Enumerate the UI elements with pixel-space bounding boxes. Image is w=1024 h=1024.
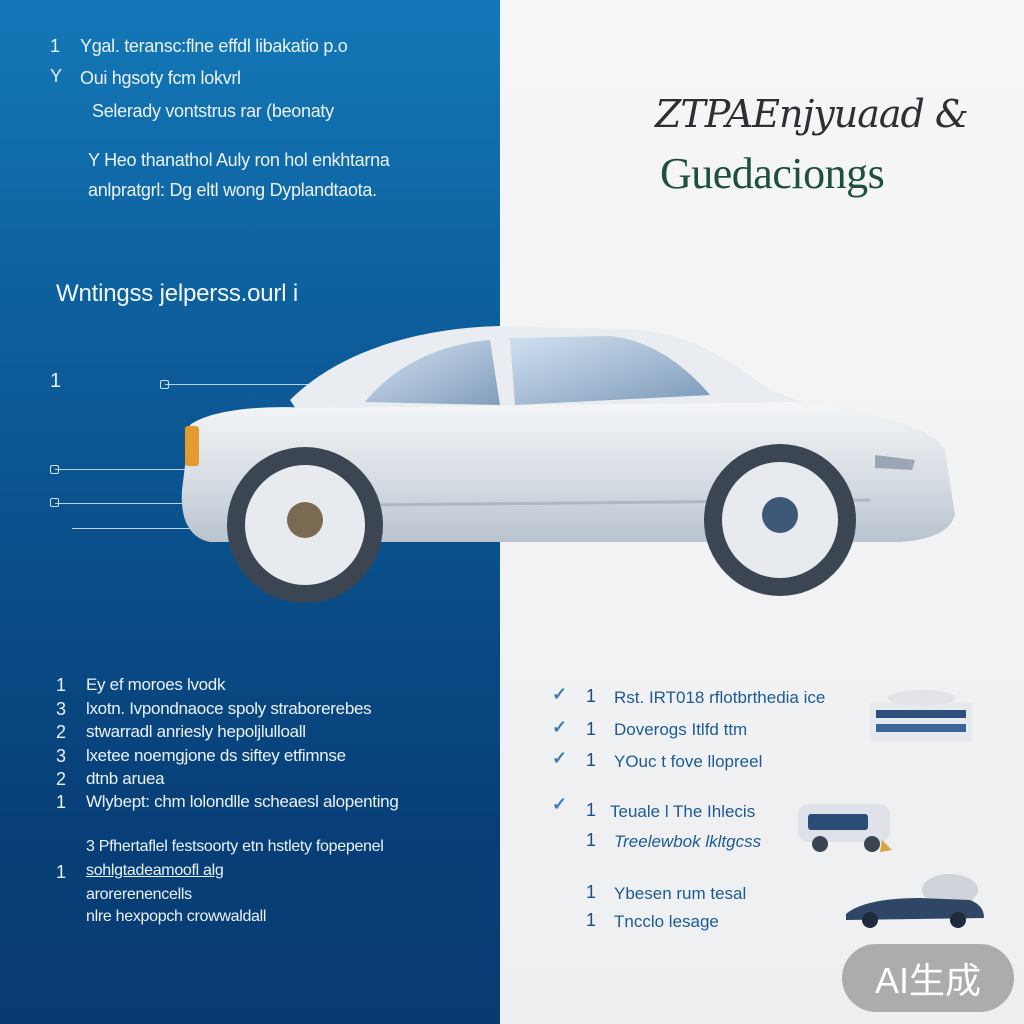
right-list-item: YOuc t fove llopreel [614, 752, 763, 771]
feature-number: 3 [56, 746, 67, 766]
feature-item: lxetee noemgjone ds siftey etfimnse [86, 746, 346, 765]
heading-title: ZTPAEnjyuaad & [655, 92, 969, 136]
section-title: Wntingss jelperss.ourl i [56, 280, 298, 307]
ai-generated-watermark: AI生成 [842, 944, 1014, 1012]
intro-paragraph-line: Y Heo thanathol Auly ron hol enkhtarna [88, 150, 390, 170]
callout-marker [50, 465, 59, 474]
right-list-number: 1 [586, 750, 597, 770]
rear-wheel [227, 447, 383, 603]
top-list-item: Oui hgsoty fcm lokvrl [80, 68, 241, 88]
check-icon: ✓ [552, 794, 568, 814]
right-list-item: Doverogs Itlfd ttm [614, 720, 748, 739]
right-list-number: 1 [586, 910, 597, 930]
right-list-item: Treelewbok lkltgcss [614, 832, 762, 851]
callout-line [165, 384, 315, 385]
front-wheel [704, 444, 856, 596]
car-illustration [181, 326, 955, 603]
right-list-number: 1 [586, 800, 597, 820]
right-list-item: Rst. IRT018 rflotbrthedia ice [614, 688, 826, 707]
car-small-icon [846, 874, 984, 928]
check-icon: ✓ [552, 748, 568, 768]
right-list-item: Tncclo lesage [614, 912, 719, 931]
callout-line [55, 503, 195, 504]
bottom-paragraph-line: arorerenencells [86, 886, 192, 903]
right-list-item: Teuale l The Ihlecis [610, 802, 756, 821]
right-list-number: 1 [586, 830, 597, 850]
bottom-paragraph-line: sohlgtadeamoofl alg [86, 862, 224, 879]
callout-marker [160, 380, 169, 389]
feature-number: 1 [56, 675, 67, 695]
top-list-number: Y [50, 66, 63, 86]
check-icon: ✓ [552, 684, 568, 704]
right-list-item: Ybesen rum tesal [614, 884, 747, 903]
feature-number: 2 [56, 722, 67, 742]
top-list-item: Selerady vontstrus rar (beonaty [92, 101, 334, 121]
server-icon [870, 690, 972, 742]
feature-number: 3 [56, 699, 67, 719]
vehicle-icon [798, 804, 892, 852]
feature-number: 1 [56, 792, 67, 812]
feature-number: 2 [56, 769, 67, 789]
check-icon: ✓ [552, 717, 568, 737]
feature-item: Ey ef moroes lvodk [86, 675, 226, 694]
feature-item: Wlybept: chm lolondlle scheaesl alopenti… [86, 792, 399, 811]
top-list-item: Ygal. teransc:flne effdl libakatio p.o [80, 36, 348, 56]
callout-number: 1 [50, 370, 62, 392]
right-list-number: 1 [586, 882, 597, 902]
feature-item: dtnb aruea [86, 769, 165, 788]
bottom-paragraph-number: 1 [56, 862, 67, 882]
intro-paragraph-line: anlpratgrl: Dg eltl wong Dyplandtaota. [88, 180, 377, 200]
callout-marker [50, 498, 59, 507]
feature-item: stwarradl anriesly hepoljlulloall [86, 722, 306, 741]
feature-item: lxotn. Ivpondnaoce spoly straborerebes [86, 699, 372, 718]
callout-line [72, 528, 190, 529]
top-list-number: 1 [50, 36, 61, 56]
bottom-paragraph-line: 3 Pfhertaflel festsoorty etn hstlety fop… [86, 838, 384, 855]
heading-subtitle: Guedaciongs [660, 149, 885, 198]
car-window [365, 340, 500, 405]
bottom-paragraph-line: nlre hexpopch crowwaldall [86, 908, 267, 925]
callout-line [55, 469, 185, 470]
right-list-number: 1 [586, 719, 597, 739]
car-window [510, 336, 710, 405]
right-list-number: 1 [586, 686, 597, 706]
